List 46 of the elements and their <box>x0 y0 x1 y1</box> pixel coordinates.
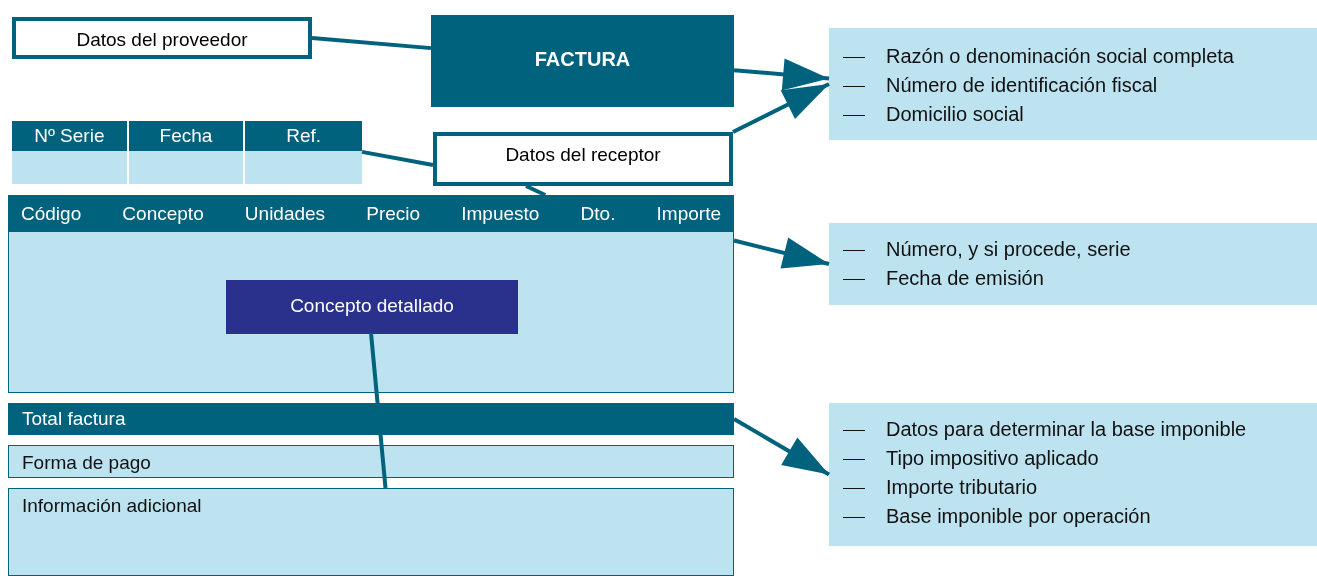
leader-line <box>361 149 434 167</box>
column-header: Precio <box>366 202 421 225</box>
list-item: Importe tributario <box>886 475 1038 500</box>
title-box <box>431 15 734 107</box>
arrow <box>732 82 830 134</box>
callout-text: Datos del proveedor <box>75 29 249 51</box>
column-header: Impuesto <box>461 202 540 225</box>
column-header: Importe <box>656 202 721 225</box>
column-header: Código <box>21 202 82 225</box>
column-header: Unidades <box>244 202 326 225</box>
leader-line <box>525 184 547 197</box>
leader-line <box>311 36 432 51</box>
concept-box <box>226 280 518 334</box>
list-item: Tipo impositivo aplicado <box>886 446 1099 471</box>
info-panel <box>829 223 1317 305</box>
leader-line <box>369 332 388 489</box>
list-item: Número, y si procede, serie <box>886 237 1131 262</box>
total-bar <box>8 403 734 435</box>
row-label: Forma de pago <box>22 452 151 474</box>
column-header: Fecha <box>128 121 244 151</box>
list-item: Datos para determinar la base imponible <box>886 417 1247 442</box>
arrow <box>733 58 830 91</box>
arrow <box>733 237 830 269</box>
title-text: FACTURA <box>533 48 632 71</box>
list-item: Base imponible por operación <box>886 504 1151 529</box>
info-panel <box>829 403 1317 546</box>
concept-text: Concepto detallado <box>289 295 455 317</box>
form-row <box>8 488 734 576</box>
callout-box <box>433 132 733 186</box>
form-row <box>8 445 734 478</box>
item-table <box>8 195 734 393</box>
arrow <box>733 417 830 477</box>
callout-box <box>12 17 312 59</box>
column-header: Ref. <box>245 121 362 151</box>
row-label: Total factura <box>22 408 126 430</box>
column-header: Nº Serie <box>12 121 127 151</box>
list-item: Domicilio social <box>886 102 1024 127</box>
column-header: Concepto <box>122 202 204 225</box>
callout-text: Datos del receptor <box>504 144 662 166</box>
row-label: Información adicional <box>22 495 202 517</box>
series-table <box>12 121 362 184</box>
list-item: Razón o denominación social completa <box>886 44 1234 69</box>
list-item: Fecha de emisión <box>886 266 1044 291</box>
column-header: Dto. <box>580 202 616 225</box>
list-item: Número de identificación fiscal <box>886 73 1158 98</box>
info-panel <box>829 28 1317 140</box>
